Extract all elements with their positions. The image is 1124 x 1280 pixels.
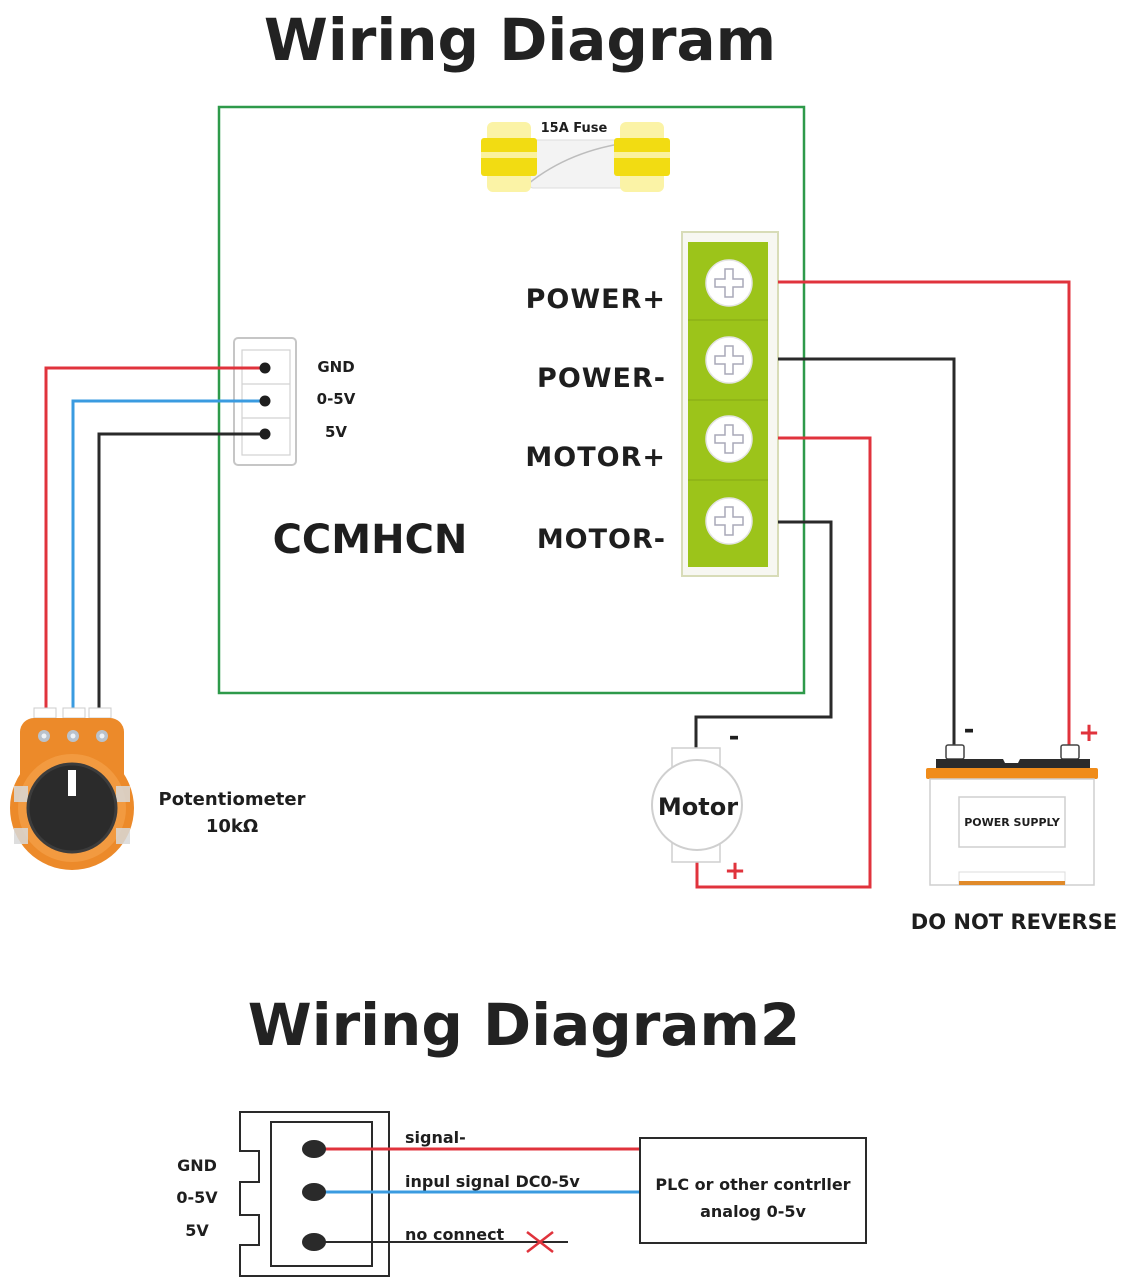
- wire-5v: [97, 432, 265, 712]
- pin-label-gnd: GND: [317, 358, 354, 376]
- do-not-reverse-warning: DO NOT REVERSE: [911, 910, 1117, 934]
- wire2-label-input-signal: inpul signal DC0-5v: [405, 1172, 580, 1191]
- wire-motor-minus: [694, 520, 833, 748]
- wire-power-minus: [778, 357, 956, 745]
- terminal-screw-icon: [705, 497, 753, 545]
- terminal-screw-icon: [705, 336, 753, 384]
- terminal-label-motor-minus: MOTOR-: [537, 524, 666, 555]
- wire2-label-signal-minus: signal-: [405, 1128, 466, 1147]
- fuse-label: 15A Fuse: [541, 121, 608, 136]
- pin2-dot-gnd: [302, 1140, 326, 1158]
- diagram2-title: Wiring Diagram2: [248, 991, 801, 1059]
- pin2-dot-5v: [302, 1233, 326, 1251]
- wire-gnd: [44, 366, 265, 712]
- board-name: CCMHCN: [273, 517, 468, 563]
- plc-label-line2: analog 0-5v: [700, 1202, 806, 1221]
- terminal-screw-icon: [705, 259, 753, 307]
- wire-signal: [71, 399, 265, 712]
- plc-label-line1: PLC or other contrller: [655, 1175, 850, 1194]
- potentiometer-icon: [10, 707, 134, 870]
- potentiometer-value: 10kΩ: [206, 816, 258, 837]
- pin-dot-gnd: [259, 362, 271, 374]
- terminal-screw-icon: [705, 415, 753, 463]
- terminal-label-power-plus: POWER+: [526, 284, 666, 315]
- motor-icon: [651, 747, 743, 863]
- fuse-icon: [481, 122, 670, 192]
- battery-icon: [926, 744, 1098, 886]
- pin-dot-5v: [259, 428, 271, 440]
- battery-pos-sign: +: [1078, 718, 1100, 748]
- pin-label-0-5v: 0-5V: [317, 390, 356, 408]
- wire-motor-plus: [695, 436, 872, 889]
- pin2-dot-0-5v: [302, 1183, 326, 1201]
- battery-neg-sign: -: [964, 715, 975, 745]
- motor-neg-sign: -: [729, 722, 740, 752]
- pin-dot-0-5v: [259, 395, 271, 407]
- potentiometer-label: Potentiometer: [159, 789, 306, 810]
- pin-label-5v: 5V: [325, 423, 347, 441]
- motor-label: Motor: [658, 793, 738, 821]
- wire-power-plus: [778, 280, 1071, 745]
- no-connect-x-icon: [526, 1231, 554, 1253]
- power-supply-label: POWER SUPPLY: [964, 816, 1061, 829]
- motor-pos-sign: +: [724, 856, 746, 886]
- plc-controller-box: [639, 1137, 867, 1244]
- pin2-label-5v: 5V: [185, 1221, 209, 1240]
- diagram1-title: Wiring Diagram: [264, 6, 776, 74]
- terminal-label-power-minus: POWER-: [537, 363, 666, 394]
- terminal-label-motor-plus: MOTOR+: [525, 442, 666, 473]
- pin2-label-0-5v: 0-5V: [176, 1188, 218, 1207]
- pin2-label-gnd: GND: [177, 1156, 217, 1175]
- wire2-label-no-connect: no connect: [405, 1225, 505, 1244]
